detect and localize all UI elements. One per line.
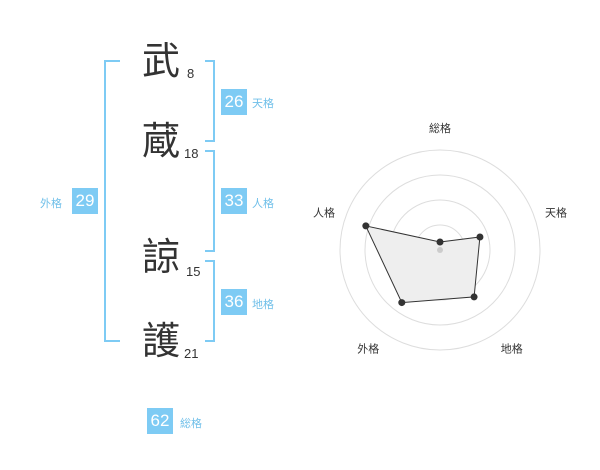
radar-ring <box>339 149 541 351</box>
radar-axis-label: 総格 <box>429 121 451 135</box>
jinkaku-bracket <box>205 150 215 252</box>
radar-axis-label: 地格 <box>501 342 523 356</box>
gaikaku-bracket <box>104 60 120 342</box>
radar-point <box>470 293 478 301</box>
name-char-1: 武 <box>142 39 181 83</box>
name-char-3: 諒 <box>142 235 181 279</box>
chikaku-value: 36 <box>221 289 247 315</box>
gaikaku-label: 外格 <box>40 197 62 210</box>
stroke-count-1: 8 <box>187 66 195 81</box>
jinkaku-label: 人格 <box>252 197 274 210</box>
tenkaku-value: 26 <box>221 89 247 115</box>
radar-axis-label: 人格 <box>313 205 335 219</box>
name-char-4: 護 <box>142 319 181 363</box>
radar-point <box>362 222 370 230</box>
soukaku-value: 62 <box>147 408 173 434</box>
tenkaku-label: 天格 <box>252 97 274 110</box>
radar-point <box>398 299 406 307</box>
radar-axis-label: 外格 <box>357 342 379 356</box>
stroke-count-4: 21 <box>184 346 199 361</box>
chikaku-bracket <box>205 260 215 342</box>
radar-axis-label: 天格 <box>545 205 567 219</box>
soukaku-label: 総格 <box>180 417 202 430</box>
jinkaku-value: 33 <box>221 188 247 214</box>
radar-point <box>476 233 484 241</box>
radar-polygon <box>364 225 481 304</box>
tenkaku-bracket <box>205 60 215 142</box>
radar-center-dot <box>437 247 443 253</box>
stroke-count-2: 18 <box>184 146 199 161</box>
radar-ring <box>364 174 516 326</box>
radar-point <box>436 238 444 246</box>
chikaku-label: 地格 <box>252 298 274 311</box>
stroke-count-3: 15 <box>186 264 201 279</box>
gaikaku-value: 29 <box>72 188 98 214</box>
name-char-2: 蔵 <box>142 119 181 163</box>
